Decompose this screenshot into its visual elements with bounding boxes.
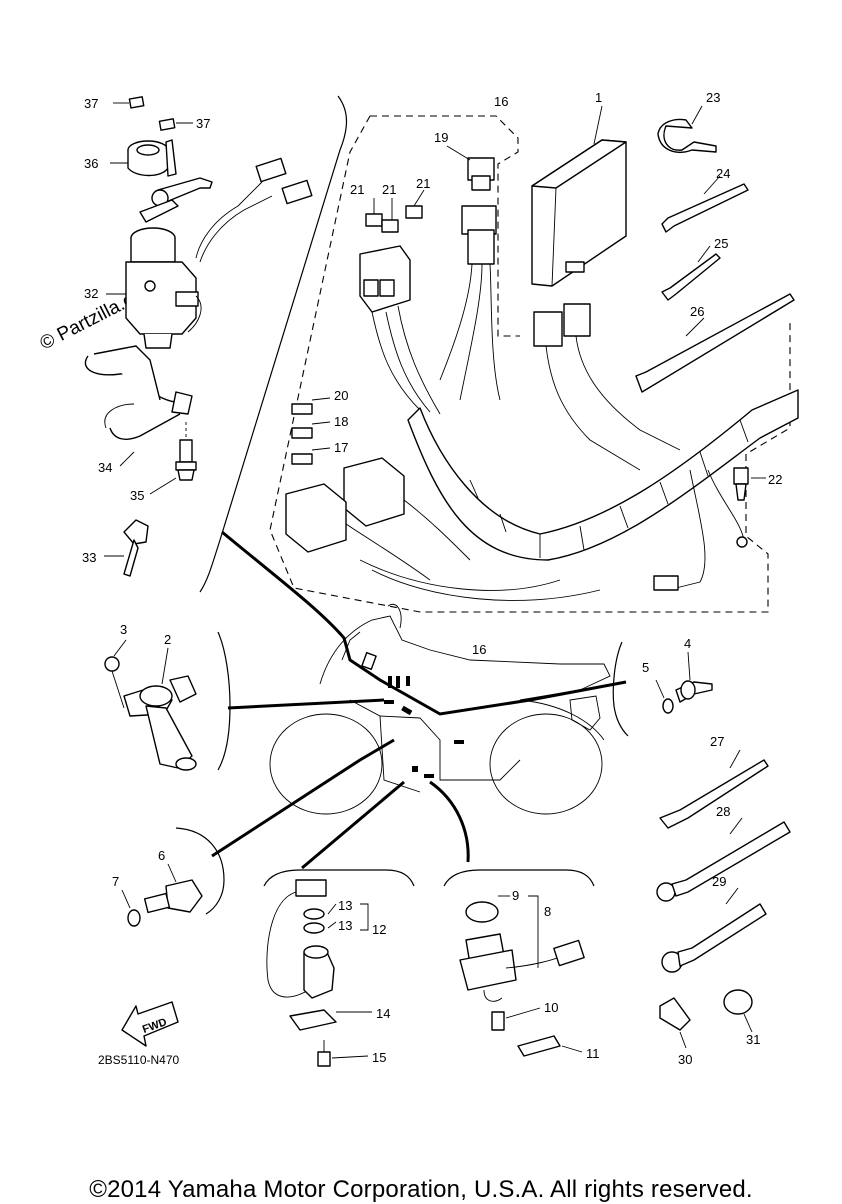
bracket-left-low — [175, 827, 225, 915]
callout: 8 — [544, 904, 551, 919]
callout: 1 — [595, 90, 602, 105]
cap-37-left — [128, 96, 145, 109]
callout: 16 — [472, 642, 486, 657]
callout: 7 — [112, 874, 119, 889]
callout: 5 — [642, 660, 649, 675]
bracket-right-mid — [612, 641, 629, 737]
callout: 15 — [372, 1050, 386, 1065]
callout: 35 — [130, 488, 144, 503]
speed-sensor-assembly — [266, 879, 372, 1067]
callout: 13 — [338, 898, 352, 913]
callout: 31 — [746, 1032, 760, 1047]
callout: 24 — [716, 166, 730, 181]
callout: 16 — [494, 94, 508, 109]
callout: 20 — [334, 388, 348, 403]
callout: 10 — [544, 1000, 558, 1015]
copyright-notice: ©2014 Yamaha Motor Corporation, U.S.A. A… — [89, 1176, 753, 1203]
callout: 2 — [164, 632, 171, 647]
main-harness-bundle — [407, 389, 799, 561]
callout: 14 — [376, 1006, 390, 1021]
callout: 33 — [82, 550, 96, 565]
forward-direction-indicator: FWD — [121, 1001, 179, 1047]
callout: 9 — [512, 888, 519, 903]
bracket-mid-low-2 — [443, 869, 595, 887]
callout: 21 — [416, 176, 430, 191]
callout: 4 — [684, 636, 691, 651]
callout: 6 — [158, 848, 165, 863]
motorcycle-outline — [269, 603, 611, 815]
callout: 25 — [714, 236, 728, 251]
callout: 27 — [710, 734, 724, 749]
detail-divider-curve — [199, 95, 348, 593]
callout: 26 — [690, 304, 704, 319]
callout: 19 — [434, 130, 448, 145]
ignition-switch-group — [84, 96, 313, 577]
bracket-left-mid — [217, 631, 231, 771]
callout: 21 — [382, 182, 396, 197]
leader-lines — [211, 530, 627, 870]
callout: 37 — [196, 116, 210, 131]
callout: 3 — [120, 622, 127, 637]
callout: 18 — [334, 414, 348, 429]
callout: 34 — [98, 460, 112, 475]
callout: 23 — [706, 90, 720, 105]
callout: 13 — [338, 918, 352, 933]
callout: 12 — [372, 922, 386, 937]
gear-position-switch — [459, 895, 585, 1057]
callout: 21 — [350, 182, 364, 197]
callout: 32 — [84, 286, 98, 301]
callout-numbers: 1 16 23 19 21 21 21 24 25 26 20 18 17 22… — [82, 90, 782, 1067]
callout: 17 — [334, 440, 348, 455]
callout: 11 — [586, 1046, 600, 1061]
callout: 28 — [716, 804, 730, 819]
callout: 30 — [678, 1052, 692, 1067]
diagram-code: 2BS5110-N470 — [98, 1053, 179, 1067]
callout: 37 — [84, 96, 98, 111]
harness-detail-dashed-border — [269, 115, 791, 613]
callout: 29 — [712, 874, 726, 889]
bracket-mid-low-1 — [263, 869, 415, 887]
callout: 36 — [84, 156, 98, 171]
cap-37-right — [158, 118, 176, 131]
ecu-unit — [531, 105, 627, 287]
callout: 22 — [768, 472, 782, 487]
crank-position-sensor — [104, 639, 197, 771]
